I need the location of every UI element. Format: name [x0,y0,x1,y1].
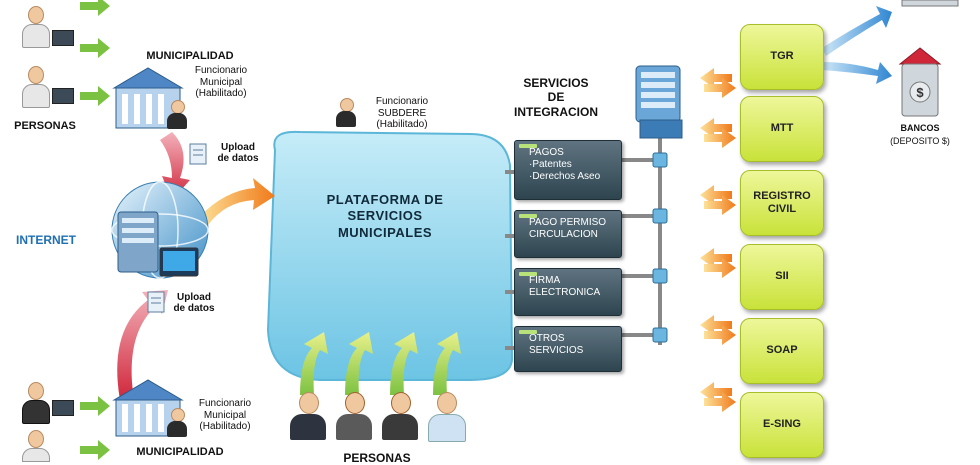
municipalidad-bottom-funcionario: Funcionario Municipal (Habilitado) [198,398,252,432]
upload-top-label: Upload de datos [217,142,259,164]
document-icon [147,143,207,313]
external-service-mtt[interactable]: MTT [740,96,824,162]
bank-safe-icon: $ [898,47,942,117]
person-icon [290,392,326,440]
service-box-pago-permiso[interactable]: PAGO PERMISO CIRCULACION [514,210,622,258]
personas-left-label: PERSONAS [14,120,76,132]
person-icon [22,382,50,426]
external-service-registro-civil[interactable]: REGISTRO CIVIL [740,170,824,236]
external-service-label: REGISTRO CIVIL [753,189,811,215]
service-box-label: OTROS SERVICIOS [529,333,584,356]
external-service-label: SOAP [766,344,798,357]
municipalidad-top-title: MUNICIPALIDAD [146,50,234,62]
external-service-soap[interactable]: SOAP [740,318,824,384]
globe-server-icon [111,181,209,279]
laptop-icon [52,88,74,104]
municipalidad-top-funcionario: Funcionario Municipal (Habilitado) [194,65,248,99]
external-service-label: E-SING [763,418,801,431]
external-service-tgr[interactable]: TGR [740,24,824,90]
person-icon [22,430,50,462]
green-person-arrows [80,0,110,460]
service-box-pagos[interactable]: PAGOS ·Patentes ·Derechos Aseo [514,140,622,200]
platform-shape [266,130,514,381]
external-service-label: TGR [770,50,794,63]
platform-title: PLATAFORMA DE SERVICIOS MUNICIPALES [326,192,444,240]
blue-arrows [822,6,892,84]
external-service-label: MTT [770,122,794,135]
municipalidad-bottom-title: MUNICIPALIDAD [136,446,224,458]
person-icon [22,66,50,110]
service-tab-icon [519,214,537,218]
laptop-icon [52,400,74,416]
person-icon [167,100,187,130]
bancos-title: BANCOS [900,123,940,133]
personas-bottom-label: PERSONAS [343,451,411,465]
service-box-firma[interactable]: FIRMA ELECTRONICA [514,268,622,316]
service-box-label: PAGO PERMISO CIRCULACION [529,217,607,240]
service-tab-icon [519,144,537,148]
person-icon [336,392,372,440]
laptop-icon [52,30,74,46]
red-arrow-up [117,290,168,400]
bancos-subtitle: (DEPOSITO $) [890,136,950,146]
connector-nodes [652,152,668,343]
service-box-label: PAGOS ·Patentes ·Derechos Aseo [529,147,601,182]
service-tab-icon [519,330,537,334]
upload-bottom-label: Upload de datos [173,292,215,314]
external-service-sii[interactable]: SII [740,244,824,310]
external-service-label: SII [775,270,789,283]
service-connectors [505,135,662,350]
person-icon [428,392,466,442]
server-tower-icon [635,65,683,139]
person-icon [382,392,418,440]
green-up-arrows [300,332,461,395]
orange-main-arrow [198,178,275,225]
service-box-label: FIRMA ELECTRONICA [529,275,601,298]
person-icon [22,6,50,50]
external-service-e-sing[interactable]: E-SING [740,392,824,458]
internet-label: INTERNET [16,233,76,247]
svg-text:$: $ [916,85,924,100]
laptop-icon [901,0,959,7]
service-tab-icon [519,272,537,276]
service-box-otros[interactable]: OTROS SERVICIOS [514,326,622,372]
person-icon [336,98,356,128]
person-icon [167,408,187,438]
funcionario-subdere-label: Funcionario SUBDERE (Habilitado) [375,96,429,130]
servicios-integracion-title: SERVICIOS DE INTEGRACION [514,76,598,119]
orange-arrows [700,68,736,412]
